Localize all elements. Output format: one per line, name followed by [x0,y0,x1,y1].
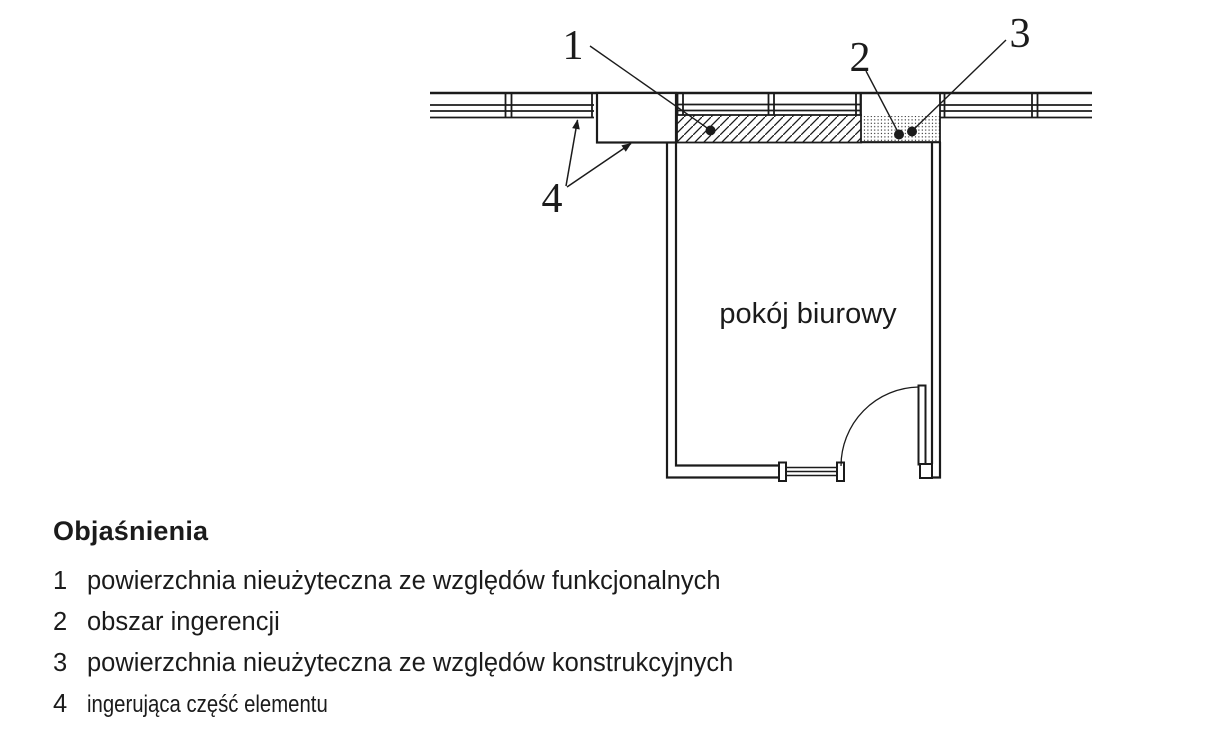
leader-line-3 [911,39,1007,132]
legend-item-1: 1 powierzchnia nieużyteczna ze względów … [53,561,813,602]
arrow-line-4b [566,142,632,188]
door-jamb [919,463,933,479]
callout-leaders [565,39,1007,188]
arrow-line-4a [565,119,580,187]
callout-3-label: 3 [1010,11,1031,57]
legend: Objaśnienia 1 powierzchnia nieużyteczna … [53,514,813,725]
legend-item-2: 2 obszar ingerencji [53,602,813,643]
intruding-element-block [595,91,678,144]
legend-item-3: 3 powierzchnia nieużyteczna ze względów … [53,643,813,684]
curtain-wall [430,91,1092,144]
hatched-area-functional [676,114,862,144]
door-swing-arc [840,386,919,467]
legend-item-number: 1 [53,567,68,595]
legend-item-number: 2 [53,608,68,636]
leader-line-2 [865,70,900,135]
legend-title: Objaśnienia [53,516,209,546]
leader-dot-2 [894,129,904,140]
room-outline [665,142,942,479]
callout-1-label: 1 [563,23,584,69]
door [840,384,933,479]
door-leaf [917,384,927,466]
leader-line-1 [589,45,711,131]
legend-item-4: 4 ingerująca część elementu [53,684,813,725]
window-segment-right [940,93,1092,119]
room-label: pokój biurowy [719,298,897,330]
callout-4-label: 4 [542,176,563,222]
legend-item-number: 3 [53,649,68,677]
right-wall-outer [931,142,942,479]
window-segment-middle [676,93,862,115]
left-wall-outer [665,142,779,479]
bottom-window-left-cap [778,461,787,482]
bottom-window [778,461,845,482]
legend-item-text: powierzchnia nieużyteczna ze względów fu… [87,567,721,595]
legend-item-text: ingerująca część elementu [87,691,328,718]
legend-item-text: obszar ingerencji [87,608,280,636]
callout-2-label: 2 [850,35,871,81]
left-wall-inner [674,142,779,467]
window-segment-left [430,93,594,119]
legend-item-text: powierzchnia nieużyteczna ze względów ko… [87,649,734,677]
legend-item-number: 4 [53,690,68,718]
leader-dot-3 [907,126,917,137]
leader-dot-1 [705,125,716,136]
